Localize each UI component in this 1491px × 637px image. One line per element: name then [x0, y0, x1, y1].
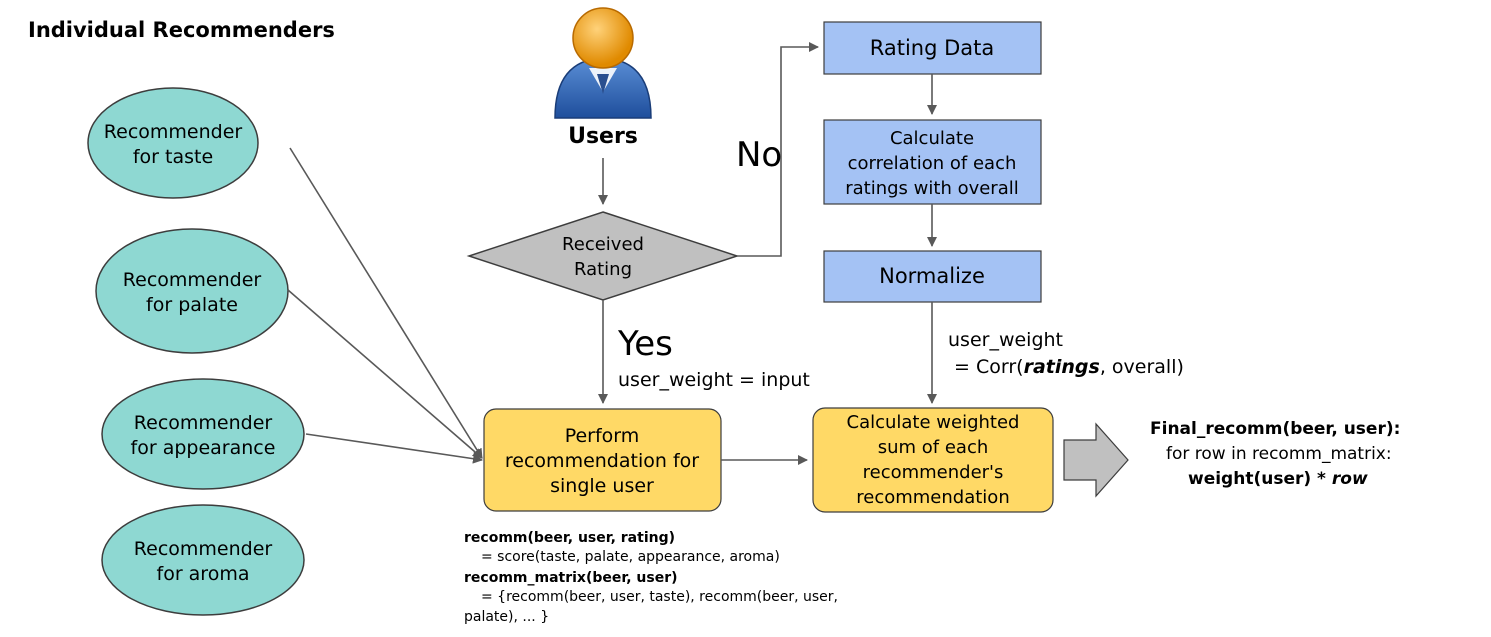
calc-corr-label-1: Calculate — [890, 128, 974, 149]
yes-label: Yes — [617, 324, 673, 364]
decision-label-2: Rating — [574, 259, 632, 280]
corr-formula-line1: user_weight — [948, 329, 1063, 351]
decision-label-1: Received — [562, 234, 644, 255]
final-line3: weight(user) * row — [1188, 469, 1368, 489]
perform-recommendation-box: Perform recommendation for single user — [483, 408, 722, 512]
recommender-taste-label-2: for taste — [133, 146, 213, 168]
final-line1: Final_recomm(beer, user): — [1150, 419, 1400, 439]
rating-data-box: Rating Data — [823, 21, 1042, 75]
arrow-taste-to-perform — [289, 147, 483, 459]
arrow-no-to-rating-data — [737, 42, 819, 257]
weighted-label-4: recommendation — [856, 487, 1009, 508]
arrow-palate-to-perform — [287, 289, 483, 459]
perform-label-2: recommendation for — [505, 450, 699, 472]
no-label: No — [736, 135, 782, 175]
perform-label-1: Perform — [565, 425, 640, 447]
recommender-aroma-node: Recommender for aroma — [101, 504, 305, 616]
weighted-label-3: recommender's — [863, 462, 1004, 483]
weighted-sum-box: Calculate weighted sum of each recommend… — [812, 407, 1054, 513]
calc-corr-label-3: ratings with overall — [845, 178, 1019, 199]
code-line5: palate), ... } — [464, 609, 549, 625]
yes-assign-label: user_weight = input — [618, 369, 810, 391]
calc-corr-label-2: correlation of each — [848, 153, 1017, 174]
recommender-taste-node: Recommender for taste — [87, 87, 259, 199]
normalize-label: Normalize — [879, 264, 985, 288]
final-line2: for row in recomm_matrix: — [1166, 444, 1392, 464]
corr-formula-italic: ratings — [1024, 356, 1100, 378]
recommender-palate-node: Recommender for palate — [95, 228, 289, 354]
calc-correlation-box: Calculate correlation of each ratings wi… — [823, 119, 1042, 205]
weighted-label-2: sum of each — [878, 437, 989, 458]
code-line1: recomm(beer, user, rating) — [464, 530, 675, 546]
recommender-appearance-node: Recommender for appearance — [101, 378, 305, 490]
recommender-palate-label-1: Recommender — [123, 269, 262, 291]
corr-formula-line2: = Corr(ratings, overall) — [948, 356, 1184, 378]
recommender-palate-label-2: for palate — [146, 294, 238, 316]
recommender-aroma-label-2: for aroma — [157, 563, 250, 585]
user-icon — [554, 7, 652, 119]
final-line3-italic: row — [1332, 469, 1368, 489]
rating-data-label: Rating Data — [870, 36, 995, 60]
page-title: Individual Recommenders — [28, 18, 335, 42]
final-line3-bold: weight(user) * — [1188, 469, 1332, 489]
block-arrow-icon — [1063, 422, 1129, 498]
recommender-appearance-label-2: for appearance — [131, 437, 276, 459]
weighted-label-1: Calculate weighted — [847, 412, 1020, 433]
corr-formula-suffix: , overall) — [1100, 356, 1184, 378]
normalize-box: Normalize — [823, 250, 1042, 303]
code-line3: recomm_matrix(beer, user) — [464, 570, 678, 586]
arrow-appearance-to-perform — [305, 433, 483, 464]
recommender-aroma-label-1: Recommender — [134, 538, 273, 560]
corr-formula-prefix: = Corr( — [948, 356, 1024, 378]
recommender-taste-label-1: Recommender — [104, 121, 243, 143]
code-line2: = score(taste, palate, appearance, aroma… — [481, 549, 780, 565]
received-rating-decision: Received Rating — [466, 211, 740, 301]
code-line4: = {recomm(beer, user, taste), recomm(bee… — [481, 589, 838, 605]
recommender-appearance-label-1: Recommender — [134, 412, 273, 434]
users-label: Users — [568, 124, 638, 149]
perform-label-3: single user — [550, 475, 654, 497]
